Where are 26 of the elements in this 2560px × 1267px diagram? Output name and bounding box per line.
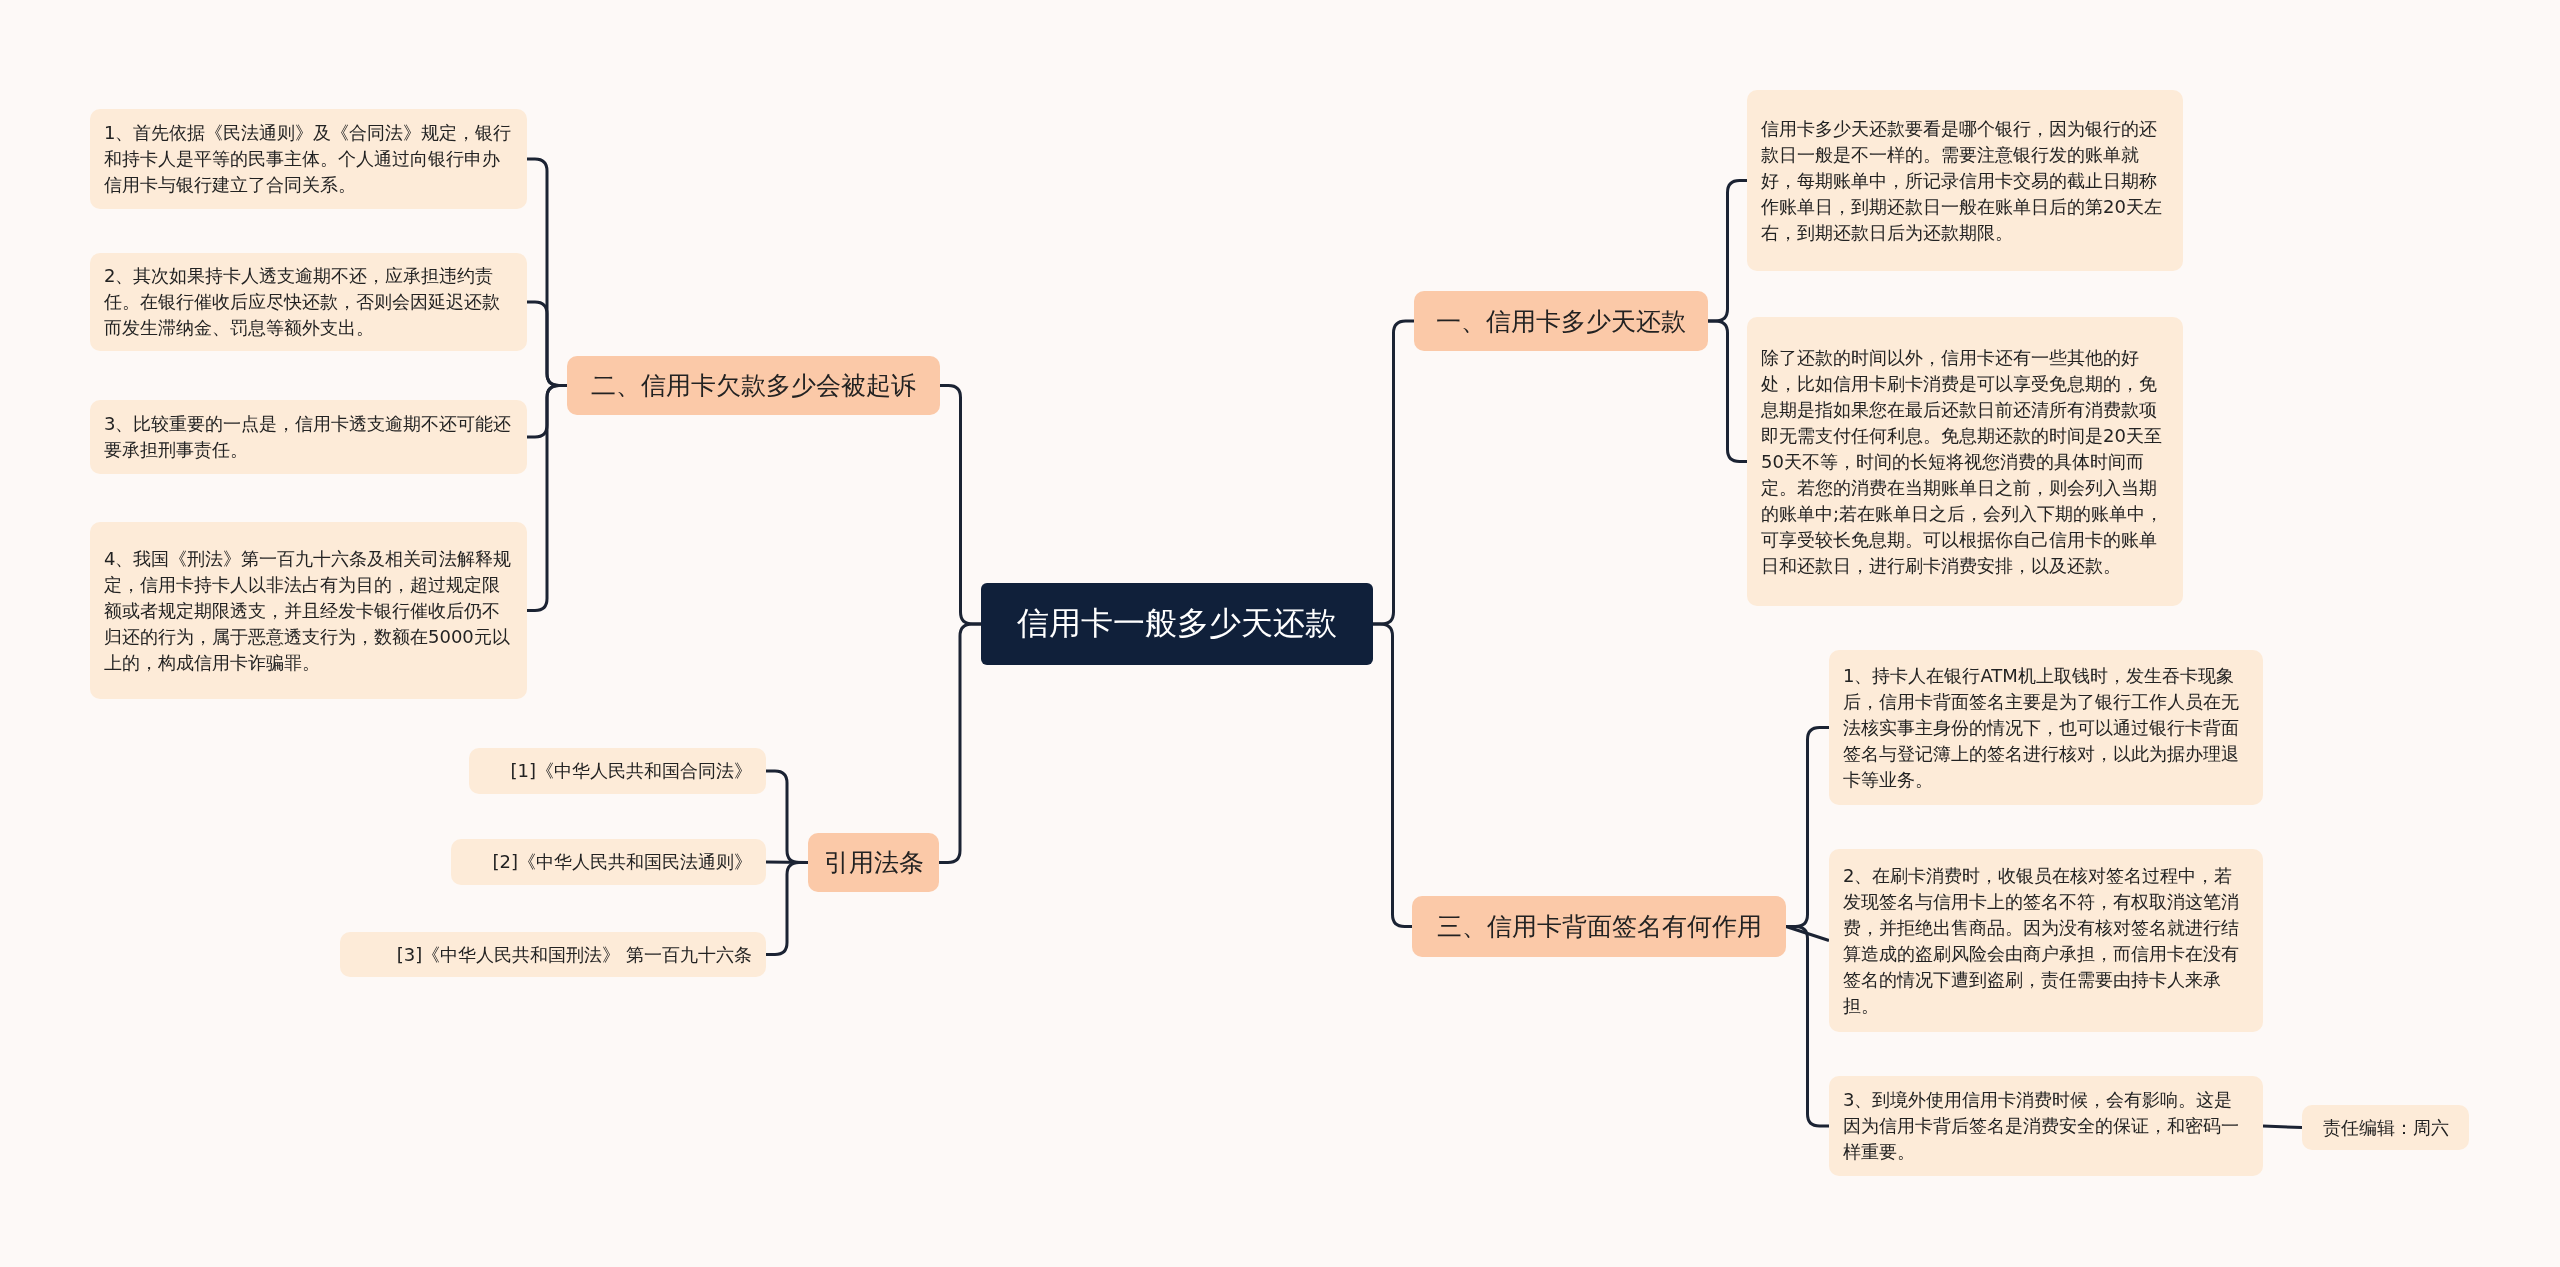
connector-line: [1786, 925, 1829, 1128]
connector-line: [2262, 1124, 2303, 1129]
connector-line: [527, 384, 567, 612]
leaf-note: 3、到境外使用信用卡消费时候，会有影响。这是因为信用卡背后签名是消费安全的保证，和密码一样重要。: [1829, 1076, 2263, 1176]
branch-topic: 三、信用卡背面签名有何作用: [1412, 896, 1786, 957]
connector-line: [939, 622, 981, 864]
leaf-note: [2]《中华人民共和国民法通则》: [451, 839, 766, 885]
leaf-note: [3]《中华人民共和国刑法》 第一百九十六条: [340, 932, 766, 977]
leaf-note: 2、其次如果持卡人透支逾期不还，应承担违约责任。在银行催收后应尽快还款，否则会因延迟还款而发生滞纳金、罚息等额外支出。: [90, 253, 527, 351]
leaf-note: 责任编辑：周六: [2302, 1105, 2469, 1150]
connector-line: [1785, 925, 1830, 942]
leaf-note: 1、首先依据《民法通则》及《合同法》规定，银行和持卡人是平等的民事主体。个人通过向银行申办信用卡与银行建立了合同关系。: [90, 109, 527, 209]
leaf-note: 3、比较重要的一点是，信用卡透支逾期不还可能还要承担刑事责任。: [90, 400, 527, 474]
leaf-note: 2、在刷卡消费时，收银员在核对签名过程中，若发现签名与信用卡上的签名不符，有权取消这笔消费，并拒绝出售商品。因为没有核对签名就进行结算造成的盗刷风险会由商户承担，而信用卡在没有签名的情况下遭到盗刷，责任需要由持卡人来承担。: [1829, 849, 2263, 1032]
connector-line: [1373, 622, 1412, 928]
branch-topic: 引用法条: [808, 833, 939, 892]
leaf-note: 1、持卡人在银行ATM机上取钱时，发生吞卡现象后，信用卡背面签名主要是为了银行工作人员在无法核实事主身份的情况下，也可以通过银行卡背面签名与登记簿上的签名进行核对，以此为据办理退卡等业务。: [1829, 650, 2263, 805]
leaf-note: 4、我国《刑法》第一百九十六条及相关司法解释规定，信用卡持卡人以非法占有为目的，超过规定限额或者规定期限透支，并且经发卡银行催收后仍不归还的行为，属于恶意透支行为，数额在5000元以上的，构成信用卡诈骗罪。: [90, 522, 527, 699]
branch-topic: 一、信用卡多少天还款: [1414, 291, 1708, 351]
leaf-note: 除了还款的时间以外，信用卡还有一些其他的好处，比如信用卡刷卡消费是可以享受免息期的，免息期是指如果您在最后还款日前还清所有消费款项即无需支付任何利息。免息期还款的时间是20天至50天不等，时间的长短将视您消费的具体时间而定。若您的消费在当期账单日之前，则会列入当期的账单中;若在账单日之后，会列入下期的账单中，可享受较长免息期。可以根据你自己信用卡的账单日和还款日，进行刷卡消费安排，以及还款。: [1747, 317, 2183, 606]
leaf-note: 信用卡多少天还款要看是哪个银行，因为银行的还款日一般是不一样的。需要注意银行发的账单就好，每期账单中，所记录信用卡交易的截止日期称作账单日，到期还款日一般在账单日后的第20天左右，到期还款日后为还款期限。: [1747, 90, 2183, 271]
branch-topic: 二、信用卡欠款多少会被起诉: [567, 356, 940, 415]
central-topic: 信用卡一般多少天还款: [981, 583, 1373, 665]
connector-line: [766, 861, 808, 956]
leaf-note: [1]《中华人民共和国合同法》: [469, 748, 766, 794]
connector-line: [1708, 319, 1747, 463]
